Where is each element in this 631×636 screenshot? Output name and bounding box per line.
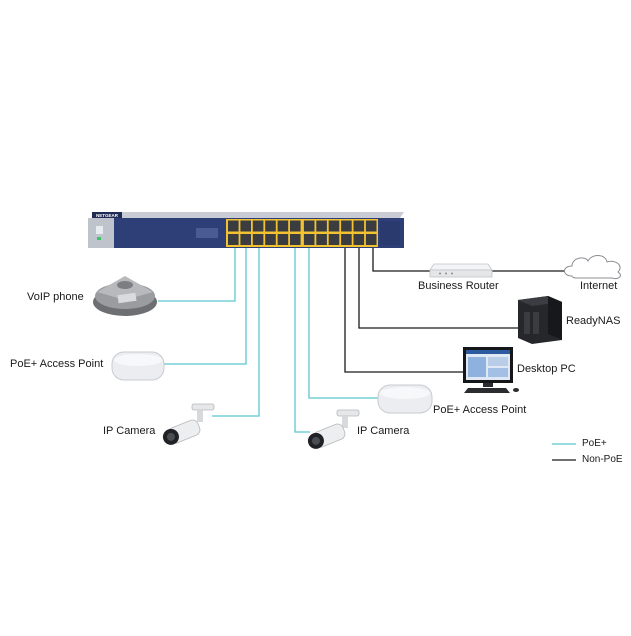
- ip-camera-right-label: IP Camera: [357, 425, 410, 437]
- nas-storage-icon: [518, 296, 562, 344]
- switch-port: [240, 220, 251, 232]
- legend-poe-label: PoE+: [582, 438, 607, 449]
- business-router-label: Business Router: [418, 280, 499, 292]
- line-readynas: [358, 248, 518, 329]
- switch-port: [365, 220, 377, 232]
- switch-port: [353, 234, 365, 245]
- switch-port: [316, 234, 327, 245]
- switch-port: [365, 234, 377, 245]
- switch-port: [265, 220, 276, 232]
- access-point-right-label: PoE+ Access Point: [433, 404, 527, 416]
- internet-label: Internet: [580, 280, 618, 292]
- switch-port: [252, 220, 264, 232]
- poe-line-camera-left: [212, 248, 260, 417]
- bullet-camera-icon: [307, 409, 360, 449]
- legend-non-poe-label: Non-PoE: [582, 454, 623, 465]
- poe-connections: [158, 248, 378, 433]
- switch-port: [228, 220, 239, 232]
- switch-port: [316, 220, 327, 232]
- switch-port: [290, 220, 301, 232]
- desktop-computer-icon: [463, 347, 519, 393]
- non-poe-connections: [344, 248, 570, 373]
- switch-port: [328, 234, 340, 245]
- access-point-left-label: PoE+ Access Point: [10, 358, 104, 370]
- wireless-access-point-icon: [377, 384, 433, 414]
- switch-port: [328, 220, 340, 232]
- poe-line-access-point-left: [164, 248, 247, 365]
- poe-line-camera-right: [294, 248, 310, 433]
- line-desktop: [344, 248, 464, 373]
- switch-brand-label: NETGEAR: [96, 213, 119, 218]
- conference-phone-icon: [93, 276, 157, 316]
- readynas-label: ReadyNAS: [566, 315, 621, 327]
- network-switch-icon: NETGEAR: [88, 212, 404, 248]
- switch-port: [303, 220, 315, 232]
- switch-port: [341, 234, 352, 245]
- switch-port: [277, 220, 289, 232]
- switch-port: [228, 234, 239, 245]
- ip-camera-left-label: IP Camera: [103, 425, 156, 437]
- cloud-icon: [564, 255, 621, 279]
- wireless-access-point-icon: [111, 351, 165, 381]
- poe-line-access-point-right: [308, 248, 378, 399]
- switch-port: [353, 220, 365, 232]
- switch-port: [252, 234, 264, 245]
- switch-uplink-ports: [380, 221, 400, 245]
- bullet-camera-icon: [162, 403, 215, 445]
- switch-port: [303, 234, 315, 245]
- switch-ports: [226, 219, 400, 247]
- desktop-pc-label: Desktop PC: [517, 363, 576, 375]
- switch-port: [290, 234, 301, 245]
- router-icon: [429, 263, 493, 278]
- switch-port: [265, 234, 276, 245]
- switch-port: [341, 220, 352, 232]
- switch-port: [240, 234, 251, 245]
- switch-port: [277, 234, 289, 245]
- voip-phone-label: VoIP phone: [27, 291, 84, 303]
- line-router: [372, 248, 430, 272]
- poe-line-voip: [158, 248, 236, 302]
